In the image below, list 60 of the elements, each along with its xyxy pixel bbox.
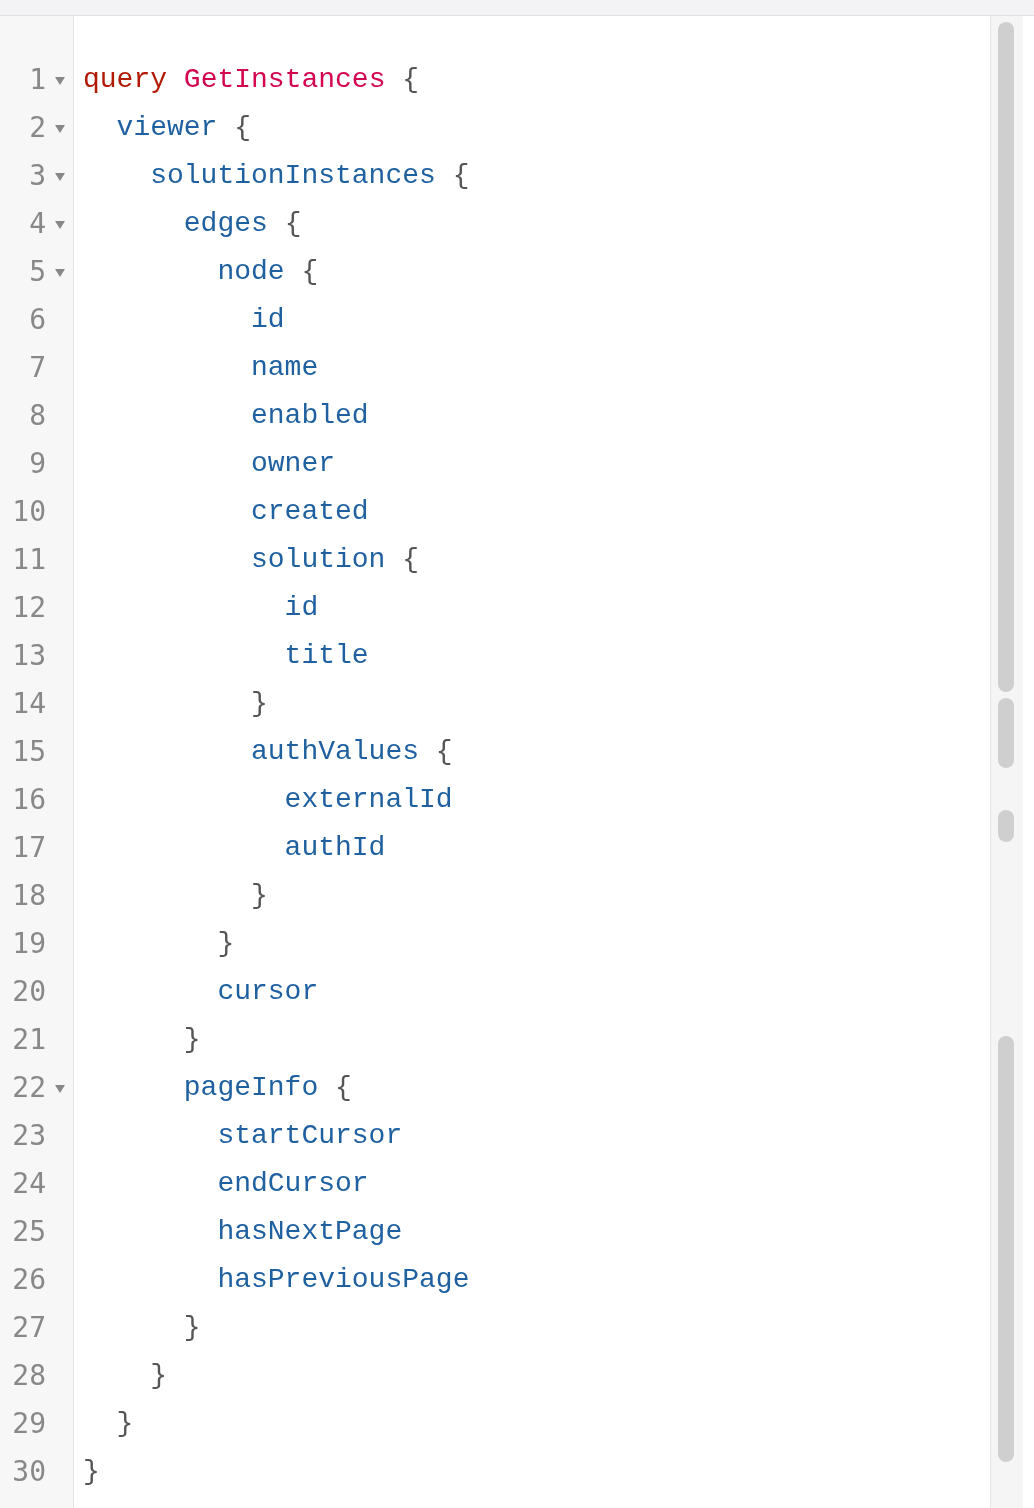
code-line: } xyxy=(183,1311,201,1345)
code-line: } xyxy=(217,927,235,961)
code-line: hasPreviousPage xyxy=(217,1263,470,1297)
line-number: 7 xyxy=(29,350,46,386)
code-line: owner xyxy=(251,447,335,481)
line-number: 9 xyxy=(29,446,46,482)
code-line: pageInfo { xyxy=(183,1071,352,1105)
line-number: 5 xyxy=(29,254,46,290)
code-line: endCursor xyxy=(217,1167,369,1201)
line-number: 20 xyxy=(12,974,46,1010)
line-number: 16 xyxy=(12,782,46,818)
line-number: 21 xyxy=(12,1022,46,1058)
code-line: query GetInstances { xyxy=(83,63,420,97)
code-line: solution { xyxy=(251,543,420,577)
code-line: } xyxy=(251,687,268,721)
code-line: } xyxy=(150,1359,167,1393)
code-line: name xyxy=(251,351,319,385)
code-line: authValues { xyxy=(251,735,453,769)
code-line: id xyxy=(284,591,319,625)
code-line: authId xyxy=(284,831,386,865)
line-number: 14 xyxy=(12,686,46,722)
line-number: 24 xyxy=(12,1166,46,1202)
line-number: 25 xyxy=(12,1214,46,1250)
code-line: } xyxy=(116,1407,134,1441)
line-number: 13 xyxy=(12,638,46,674)
code-line: } xyxy=(183,1023,201,1057)
code-line: edges { xyxy=(183,207,302,241)
code-line: } xyxy=(83,1455,100,1489)
line-number: 19 xyxy=(12,926,46,962)
line-number: 30 xyxy=(12,1454,46,1490)
code-line: } xyxy=(251,879,268,913)
code-line: externalId xyxy=(284,783,453,817)
line-number: 12 xyxy=(12,590,46,626)
line-number: 22 xyxy=(12,1070,46,1106)
code-line: created xyxy=(251,495,369,529)
code-line: startCursor xyxy=(217,1119,403,1153)
code-line: viewer { xyxy=(116,111,252,145)
line-number: 17 xyxy=(12,830,46,866)
code-line: title xyxy=(284,639,369,673)
line-number: 8 xyxy=(29,398,46,434)
code-line: solutionInstances { xyxy=(150,159,470,193)
code-line: enabled xyxy=(251,399,369,433)
code-line: cursor xyxy=(217,975,319,1009)
line-number: 1 xyxy=(29,62,46,98)
code-line: hasNextPage xyxy=(217,1215,403,1249)
line-number: 6 xyxy=(29,302,46,338)
line-number: 29 xyxy=(12,1406,46,1442)
code-line: id xyxy=(251,303,285,337)
line-number: 15 xyxy=(12,734,46,770)
line-number: 27 xyxy=(12,1310,46,1346)
line-number: 3 xyxy=(29,158,46,194)
code-line: node { xyxy=(217,255,319,289)
line-number: 26 xyxy=(12,1262,46,1298)
line-number: 18 xyxy=(12,878,46,914)
line-number: 4 xyxy=(29,206,46,242)
line-number: 10 xyxy=(12,494,46,530)
line-number: 11 xyxy=(12,542,46,578)
line-number: 23 xyxy=(12,1118,46,1154)
line-number: 2 xyxy=(29,110,46,146)
line-number: 28 xyxy=(12,1358,46,1394)
